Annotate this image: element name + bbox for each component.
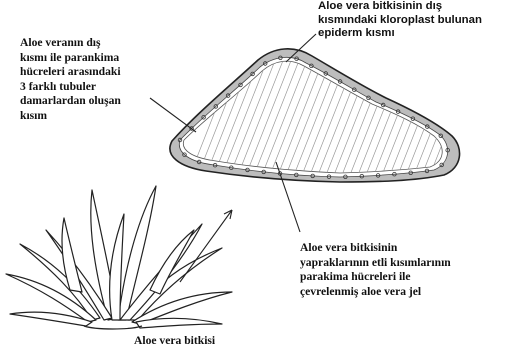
label-epidermis: Aloe vera bitkisinin dış kısmındaki klor… <box>318 0 522 41</box>
leaf-cross-section <box>170 49 500 182</box>
label-plant: Aloe vera bitkisi <box>134 334 294 348</box>
label-outer-layer: Aloe veranın dış kısmı ile parankima hüc… <box>20 36 170 124</box>
label-gel: Aloe vera bitkisinin yapraklarının etli … <box>300 241 515 299</box>
gel-hatch-line <box>454 58 500 175</box>
